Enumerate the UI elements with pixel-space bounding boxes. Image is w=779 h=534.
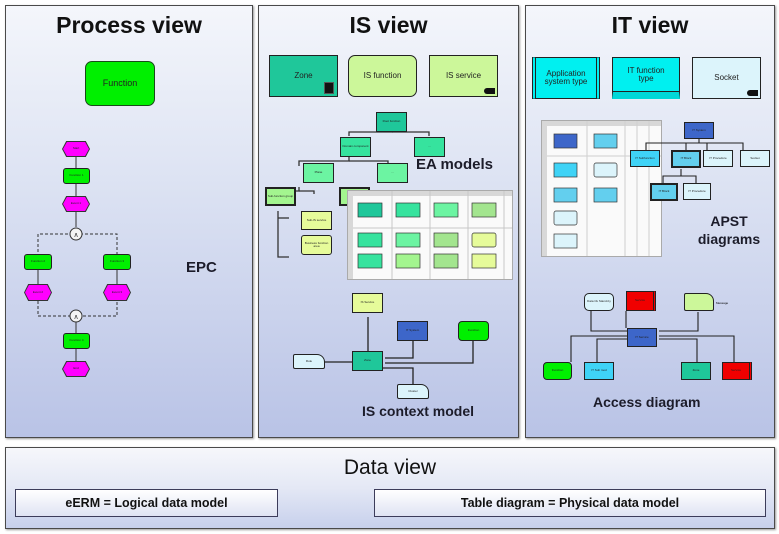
apst-it-block: IT Block xyxy=(671,150,701,168)
legend-it-function-type: IT function type xyxy=(612,57,680,99)
logical-data-model-box: eERM = Logical data model xyxy=(15,489,278,517)
apst-table-thumbnail xyxy=(541,120,662,257)
epc-event-3: Event 3 xyxy=(103,284,131,301)
process-view-title: Process view xyxy=(56,12,202,38)
physical-data-model-box: Table diagram = Physical data model xyxy=(374,489,766,517)
and-connector-bottom: ∧ xyxy=(69,309,83,323)
data-view-title: Data view xyxy=(343,456,437,479)
zone-icon xyxy=(324,82,334,94)
apst-it-procedure: IT Procedure xyxy=(703,150,733,167)
context-it-system: IT System xyxy=(397,321,428,341)
access-service-bottom: Service xyxy=(722,362,752,380)
context-cluster: Cluster xyxy=(397,384,429,399)
access-data-standby: Data Ck Stand-by xyxy=(584,293,614,311)
access-message-label: Message xyxy=(716,301,729,305)
access-it-service: IT Service xyxy=(627,328,657,347)
epc-event-start: Start xyxy=(62,141,90,157)
and-connector-top: ∧ xyxy=(69,227,83,241)
epc-caption: EPC xyxy=(186,259,217,276)
process-view-panel: Process view Function ∧ ∧ Start xyxy=(5,5,253,438)
apst-it-block-2: IT Block xyxy=(650,183,678,201)
access-diagram-caption: Access diagram xyxy=(593,394,701,410)
apst-it-procedure-2: IT Procedure xyxy=(683,183,711,200)
context-is-service: IS Service xyxy=(352,293,383,313)
epc-event-1: Event 1 xyxy=(62,196,90,212)
epc-function-4: Function 4 xyxy=(63,333,90,349)
legend-is-service: IS service xyxy=(429,55,498,97)
ea-node-d: ... xyxy=(377,163,408,183)
ea-node-b: ... xyxy=(414,137,445,157)
legend-socket: Socket xyxy=(692,57,761,99)
ea-models-caption: EA models xyxy=(416,156,493,173)
svg-text:∧: ∧ xyxy=(73,313,78,321)
legend-function: Function xyxy=(85,61,155,106)
ea-matrix-thumbnail xyxy=(347,190,513,280)
context-role: Role xyxy=(293,354,325,369)
data-view-panel: Data view eERM = Logical data model Tabl… xyxy=(5,447,775,529)
ea-node-plane: Plane xyxy=(303,163,334,183)
access-function: Function xyxy=(543,362,572,380)
is-context-caption: IS context model xyxy=(362,403,475,419)
apst-caption: APST diagrams xyxy=(697,213,761,247)
ea-node-subgroup: Sub-function group xyxy=(265,187,296,206)
ea-leaf-business-area: Business function area xyxy=(301,235,332,255)
context-function: Function xyxy=(458,321,489,341)
it-view-title: IT view xyxy=(611,12,689,38)
plug-icon xyxy=(484,88,495,94)
access-zone: Zone xyxy=(681,362,711,380)
apst-it-subfunction: IT Subfunction xyxy=(630,150,660,167)
access-message xyxy=(684,293,714,311)
epc-function-2: Function 2 xyxy=(24,254,52,270)
ea-node-domain: Domain component xyxy=(340,137,371,157)
access-service-top: Service xyxy=(626,291,656,311)
apst-socket: Socket xyxy=(740,150,770,167)
access-it-sub-mod: IT Sub mod xyxy=(584,362,614,380)
legend-zone: Zone xyxy=(269,55,338,97)
ea-node-root: Root function xyxy=(376,112,407,132)
plug-icon xyxy=(747,90,758,96)
context-zone: Zone xyxy=(352,351,383,371)
legend-application-system-type: Application system type xyxy=(532,57,600,99)
svg-text:∧: ∧ xyxy=(73,231,78,239)
legend-is-function: IS function xyxy=(348,55,417,97)
epc-function-1: Function 1 xyxy=(63,168,90,184)
it-view-panel: IT view Application system type IT funct… xyxy=(525,5,775,438)
epc-event-end: End xyxy=(62,361,90,377)
epc-event-2: Event 2 xyxy=(24,284,52,301)
is-view-title: IS view xyxy=(349,12,428,38)
ea-leaf-sub-service: Sub-IS service xyxy=(301,211,332,230)
is-view-panel: IS view Zone IS function IS service xyxy=(258,5,519,438)
epc-function-3: Function 3 xyxy=(103,254,131,270)
apst-it-system: IT System xyxy=(684,122,714,139)
